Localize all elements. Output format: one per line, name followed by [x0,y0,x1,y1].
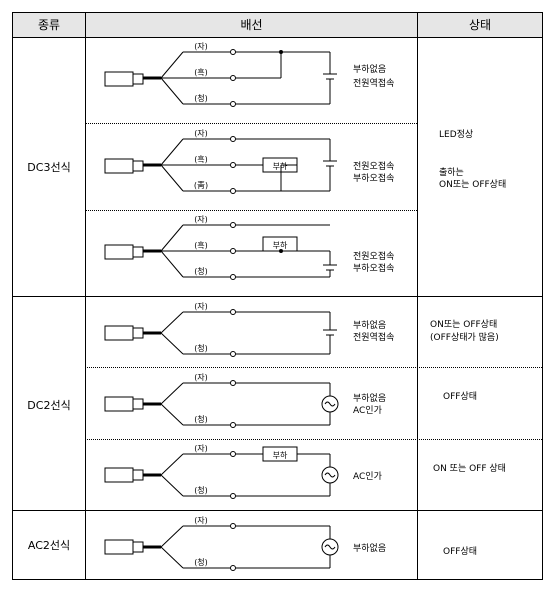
type-dc3: DC3선식 [27,161,71,174]
note-line: AC인가 [353,471,382,482]
load-label: 부하 [273,161,288,171]
load-label: 부하 [273,450,288,460]
note-line: AC인가 [353,405,382,416]
note-line: 부하없음 [353,393,386,404]
diagram-row-5: (자) (청) 부하없음 AC인가 [85,373,415,435]
diagram-row-6: 부하 (자) (청) AC인가 [85,444,415,506]
wire-label: (청) [194,267,208,276]
state-ac2: OFF상태 [443,547,477,557]
note-line: 부하없음 [353,543,386,554]
load-label: 부하 [273,240,288,250]
state-dc2-2: OFF상태 [443,392,477,402]
wire-label: (청) [194,94,208,103]
state-dc3-1: LED정상 [439,130,474,140]
diagram-row-1: (자) (흑) (청) 부하없음 전원역접속 [85,42,415,118]
header-type: 종류 [13,13,85,38]
wire-label: (자) [194,516,208,525]
type-ac2: AC2선식 [27,539,71,552]
diagram-row-2: 부하 (자) (흑) (靑) 전원오접속 부하오접속 [85,129,415,205]
wire-label: (자) [194,302,208,311]
wire-label: (흑) [194,67,208,77]
note-line: 전원오접속 [353,250,394,262]
diagram-row-3: 부하 (자) (흑) (청) 전원오접속 부하오접속 [85,215,415,291]
state-dc2-1b: (OFF상태가 많음) [430,333,499,343]
note-line: 전원역접속 [353,77,394,89]
note-line: 부하없음 [353,64,386,75]
state-dc3-3: ON또는 OFF상태 [439,180,507,190]
state-dc2-1a: ON또는 OFF상태 [430,320,498,330]
state-dc3-2: 출하는 [439,168,464,178]
wire-label: (흑) [194,240,208,250]
wire-label: (靑) [194,180,208,190]
note-line: 부하오접속 [353,172,394,184]
wire-label: (청) [194,415,208,424]
note-line: 전원오접속 [353,160,394,172]
wire-label: (자) [194,215,208,224]
wire-label: (청) [194,344,208,353]
wire-label: (자) [194,444,208,453]
state-dc2-3: ON 또는 OFF 상태 [433,464,506,474]
wiring-table: 종류 배선 상태 DC3선식 DC2선식 AC2선식 LED정상 출하는 ON또… [12,12,543,580]
wire-label: (자) [194,129,208,138]
header-wiring: 배선 [86,13,417,38]
wire-label: (청) [194,486,208,495]
wire-label: (자) [194,42,208,51]
wire-label: (자) [194,373,208,382]
type-dc2: DC2선식 [27,399,71,412]
diagram-row-7: (자) (청) 부하없음 [85,516,415,578]
wire-label: (청) [194,558,208,567]
wire-label: (흑) [194,154,208,164]
note-line: 부하오접속 [353,262,394,274]
note-line: 전원역접속 [353,331,394,343]
header-state: 상태 [418,13,542,38]
diagram-row-4: (자) (청) 부하없음 전원역접속 [85,302,415,364]
note-line: 부하없음 [353,320,386,331]
